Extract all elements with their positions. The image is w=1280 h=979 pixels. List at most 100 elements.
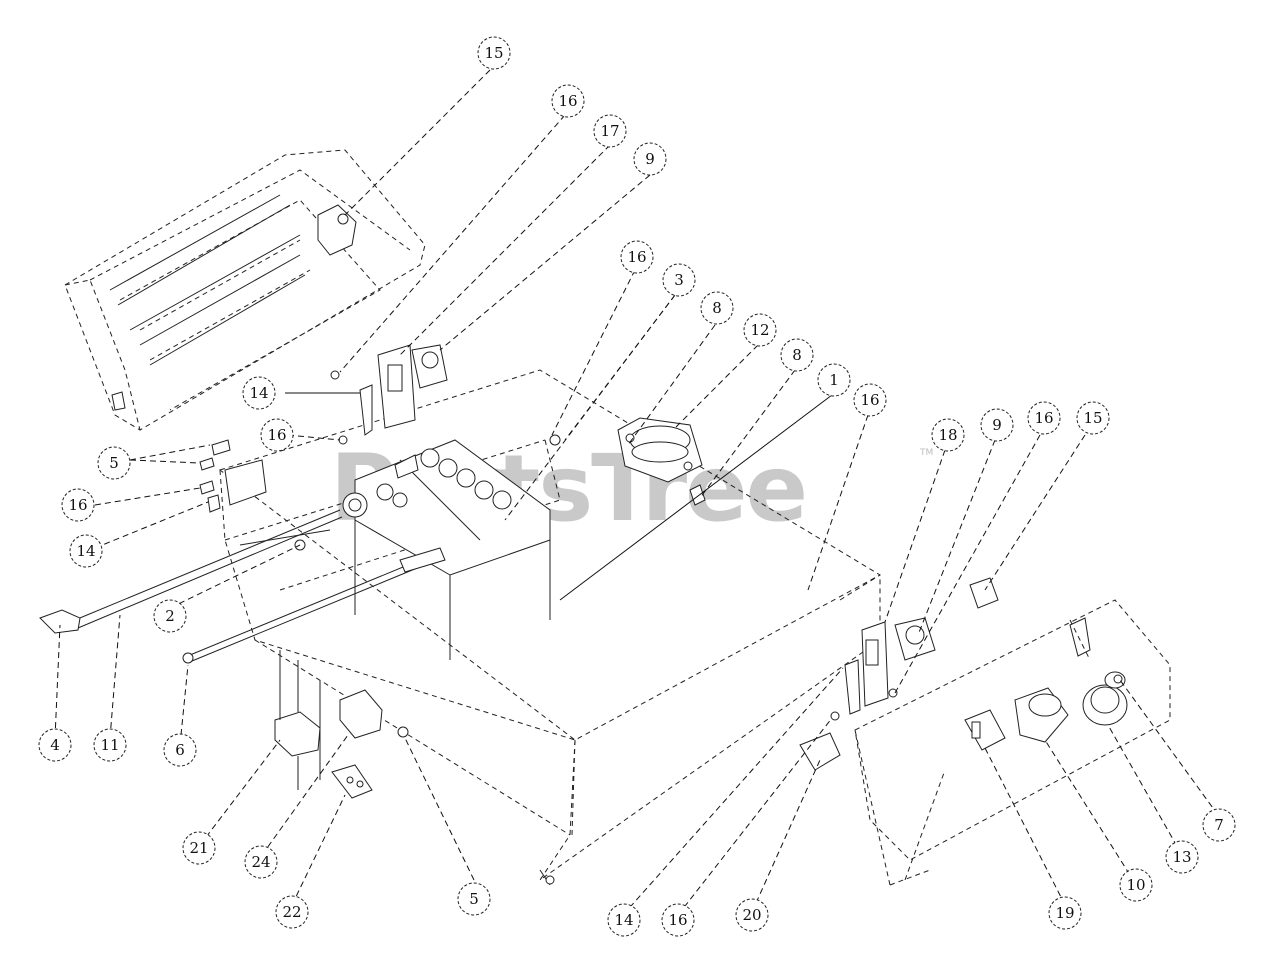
callout-16: 16	[853, 383, 887, 417]
callout-14: 14	[69, 534, 103, 568]
callout-9: 9	[980, 408, 1014, 442]
right-bracket	[799, 577, 999, 771]
callout-15: 15	[477, 36, 511, 70]
callout-circle	[817, 363, 851, 397]
left-hardware	[199, 434, 561, 551]
callout-circle	[1076, 401, 1110, 435]
callout-circle	[61, 488, 95, 522]
callout-circle	[931, 418, 965, 452]
dash-panel	[64, 149, 426, 431]
callout-circle	[735, 898, 769, 932]
callout-label: 19	[1055, 904, 1074, 922]
callout-label: 14	[76, 542, 95, 560]
callout-circle	[1165, 840, 1199, 874]
callout-circle	[607, 903, 641, 937]
callout-circle	[780, 338, 814, 372]
callout-label: 17	[600, 122, 619, 140]
callout-17: 17	[593, 114, 627, 148]
callout-15: 15	[1076, 401, 1110, 435]
callout-4: 4	[38, 728, 72, 762]
callout-label: 16	[68, 496, 87, 514]
callout-circle	[620, 240, 654, 274]
callout-circle	[275, 895, 309, 929]
right-panel-parts	[964, 671, 1128, 751]
callout-16: 16	[551, 84, 585, 118]
callout-8: 8	[780, 338, 814, 372]
callout-16: 16	[1027, 401, 1061, 435]
callout-label: 24	[251, 853, 270, 871]
callout-label: 15	[484, 44, 503, 62]
callout-label: 9	[645, 150, 655, 168]
callout-3: 3	[662, 263, 696, 297]
callout-8: 8	[700, 291, 734, 325]
upper-bracket	[330, 344, 448, 436]
callout-circle	[743, 313, 777, 347]
callout-12: 12	[743, 313, 777, 347]
callout-circle	[593, 114, 627, 148]
callout-label: 10	[1126, 876, 1145, 894]
callout-label: 11	[100, 736, 119, 754]
callout-label: 15	[1083, 409, 1102, 427]
leader-lines	[54, 69, 1219, 916]
callout-circle	[69, 534, 103, 568]
callout-circle	[260, 418, 294, 452]
callout-circle	[662, 263, 696, 297]
callout-label: 6	[175, 741, 185, 759]
callout-circle	[93, 728, 127, 762]
right-panel	[854, 599, 1171, 886]
callout-label: 9	[992, 416, 1002, 434]
callout-circle	[853, 383, 887, 417]
callout-label: 8	[792, 346, 802, 364]
callout-circle	[551, 84, 585, 118]
callout-16: 16	[620, 240, 654, 274]
callout-circle	[1027, 401, 1061, 435]
callout-label: 5	[109, 454, 119, 472]
callout-2: 2	[153, 599, 187, 633]
callout-label: 16	[267, 426, 286, 444]
callout-5: 5	[97, 446, 131, 480]
callout-circle	[477, 36, 511, 70]
callout-circle	[242, 376, 276, 410]
callout-circle	[1119, 868, 1153, 902]
callout-9: 9	[633, 142, 667, 176]
callout-circle	[1048, 896, 1082, 930]
callout-label: 2	[165, 607, 175, 625]
callout-label: 16	[668, 911, 687, 929]
callout-label: 13	[1172, 848, 1191, 866]
callout-label: 18	[938, 426, 957, 444]
callout-18: 18	[931, 418, 965, 452]
cables	[39, 454, 446, 664]
callout-circle	[700, 291, 734, 325]
callout-16: 16	[61, 488, 95, 522]
horn	[617, 417, 706, 506]
callout-circle	[244, 845, 278, 879]
callout-21: 21	[182, 831, 216, 865]
callout-11: 11	[93, 728, 127, 762]
callout-24: 24	[244, 845, 278, 879]
callout-circle	[661, 903, 695, 937]
callout-14: 14	[242, 376, 276, 410]
callout-16: 16	[661, 903, 695, 937]
callout-label: 12	[750, 321, 769, 339]
callout-10: 10	[1119, 868, 1153, 902]
callout-13: 13	[1165, 840, 1199, 874]
callout-19: 19	[1048, 896, 1082, 930]
callout-16: 16	[260, 418, 294, 452]
callout-6: 6	[163, 733, 197, 767]
callout-label: 14	[614, 911, 633, 929]
callout-circle	[633, 142, 667, 176]
callout-circle	[980, 408, 1014, 442]
callout-circle	[38, 728, 72, 762]
callout-label: 16	[627, 248, 646, 266]
callout-label: 20	[742, 906, 761, 924]
lower-brackets	[274, 650, 409, 799]
callout-label: 1	[829, 371, 839, 389]
callout-circle	[163, 733, 197, 767]
callout-circle	[153, 599, 187, 633]
callout-circle	[182, 831, 216, 865]
callout-14: 14	[607, 903, 641, 937]
callout-label: 16	[1034, 409, 1053, 427]
